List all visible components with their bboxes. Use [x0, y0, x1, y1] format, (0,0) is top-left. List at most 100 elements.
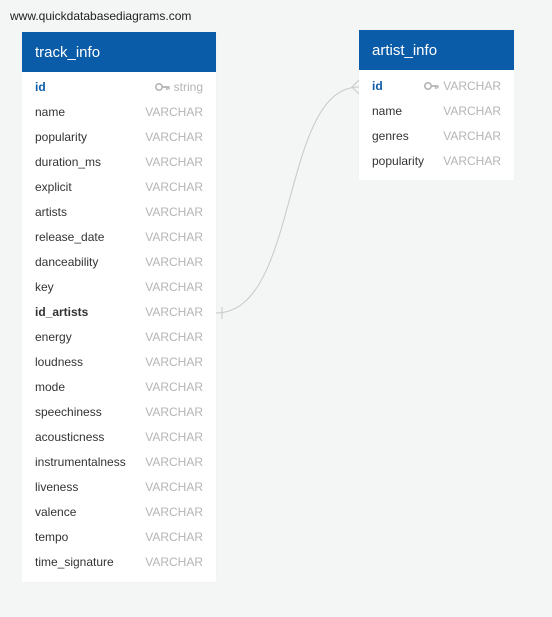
column-type-cell: VARCHAR	[145, 350, 203, 375]
column-type-cell: VARCHAR	[145, 325, 203, 350]
column-name: speechiness	[35, 405, 102, 419]
column-row[interactable]: time_signature VARCHAR	[22, 550, 216, 575]
column-type: VARCHAR	[145, 430, 203, 444]
column-row[interactable]: acousticness VARCHAR	[22, 425, 216, 450]
table-title: artist_info	[359, 30, 514, 70]
column-row[interactable]: explicit VARCHAR	[22, 175, 216, 200]
column-row[interactable]: duration_ms VARCHAR	[22, 150, 216, 175]
column-type: string	[173, 80, 203, 94]
column-type: VARCHAR	[145, 255, 203, 269]
column-type-cell: VARCHAR	[145, 200, 203, 225]
column-type-cell: VARCHAR	[145, 500, 203, 525]
column-name: id_artists	[35, 305, 89, 319]
column-row[interactable]: speechiness VARCHAR	[22, 400, 216, 425]
column-type-cell: VARCHAR	[145, 150, 203, 175]
column-type-cell: VARCHAR	[145, 525, 203, 550]
column-type-cell: VARCHAR	[145, 275, 203, 300]
column-name: acousticness	[35, 430, 105, 444]
column-row[interactable]: id string	[22, 75, 216, 100]
column-type: VARCHAR	[145, 405, 203, 419]
column-row[interactable]: mode VARCHAR	[22, 375, 216, 400]
column-row[interactable]: popularity VARCHAR	[22, 125, 216, 150]
column-name: duration_ms	[35, 155, 102, 169]
column-type-cell: VARCHAR	[145, 125, 203, 150]
many-marker	[351, 79, 360, 95]
column-type: VARCHAR	[145, 105, 203, 119]
column-type-cell: VARCHAR	[145, 400, 203, 425]
column-name: danceability	[35, 255, 99, 269]
column-name: tempo	[35, 530, 69, 544]
column-type: VARCHAR	[145, 230, 203, 244]
column-name: explicit	[35, 180, 72, 194]
column-type: VARCHAR	[145, 455, 203, 469]
column-name: id	[35, 80, 46, 94]
column-type-cell: VARCHAR	[145, 550, 203, 575]
column-name: popularity	[35, 130, 88, 144]
column-name: valence	[35, 505, 77, 519]
column-name: popularity	[372, 154, 425, 168]
column-type: VARCHAR	[145, 380, 203, 394]
column-type-cell: VARCHAR	[145, 225, 203, 250]
column-type-cell: VARCHAR	[145, 250, 203, 275]
column-type: VARCHAR	[145, 305, 203, 319]
column-type: VARCHAR	[145, 330, 203, 344]
column-type-cell: VARCHAR	[145, 175, 203, 200]
column-type: VARCHAR	[443, 79, 501, 93]
key-icon	[424, 74, 439, 99]
column-row[interactable]: valence VARCHAR	[22, 500, 216, 525]
column-row[interactable]: release_date VARCHAR	[22, 225, 216, 250]
column-row[interactable]: popularity VARCHAR	[359, 149, 514, 174]
column-name: mode	[35, 380, 66, 394]
column-type-cell: string	[154, 75, 203, 100]
column-row[interactable]: name VARCHAR	[359, 99, 514, 124]
column-row[interactable]: genres VARCHAR	[359, 124, 514, 149]
column-type: VARCHAR	[145, 355, 203, 369]
column-name: instrumentalness	[35, 455, 126, 469]
column-name: release_date	[35, 230, 105, 244]
column-type: VARCHAR	[145, 480, 203, 494]
table-title: track_info	[22, 32, 216, 72]
column-type: VARCHAR	[145, 205, 203, 219]
watermark: www.quickdatabasediagrams.com	[10, 9, 192, 23]
column-row[interactable]: instrumentalness VARCHAR	[22, 450, 216, 475]
column-type-cell: VARCHAR	[145, 375, 203, 400]
column-row[interactable]: danceability VARCHAR	[22, 250, 216, 275]
column-name: time_signature	[35, 555, 114, 569]
column-type: VARCHAR	[145, 155, 203, 169]
column-row[interactable]: liveness VARCHAR	[22, 475, 216, 500]
column-row[interactable]: tempo VARCHAR	[22, 525, 216, 550]
column-type-cell: VARCHAR	[145, 425, 203, 450]
column-type: VARCHAR	[443, 104, 501, 118]
column-type-cell: VARCHAR	[443, 99, 501, 124]
column-type-cell: VARCHAR	[424, 74, 501, 99]
column-name: liveness	[35, 480, 79, 494]
column-type-cell: VARCHAR	[145, 450, 203, 475]
column-type: VARCHAR	[145, 280, 203, 294]
column-name: name	[372, 104, 403, 118]
column-name: energy	[35, 330, 72, 344]
key-icon	[154, 75, 170, 100]
column-type: VARCHAR	[145, 130, 203, 144]
column-type: VARCHAR	[145, 555, 203, 569]
column-type: VARCHAR	[145, 530, 203, 544]
column-row[interactable]: energy VARCHAR	[22, 325, 216, 350]
column-type-cell: VARCHAR	[145, 300, 203, 325]
column-type: VARCHAR	[145, 180, 203, 194]
column-row[interactable]: id_artists VARCHAR	[22, 300, 216, 325]
column-type-cell: VARCHAR	[145, 475, 203, 500]
column-type-cell: VARCHAR	[443, 124, 501, 149]
column-name: id	[372, 79, 383, 93]
column-type-cell: VARCHAR	[443, 149, 501, 174]
column-row[interactable]: id VARCHAR	[359, 74, 514, 99]
column-type: VARCHAR	[443, 154, 501, 168]
column-name: genres	[372, 129, 409, 143]
